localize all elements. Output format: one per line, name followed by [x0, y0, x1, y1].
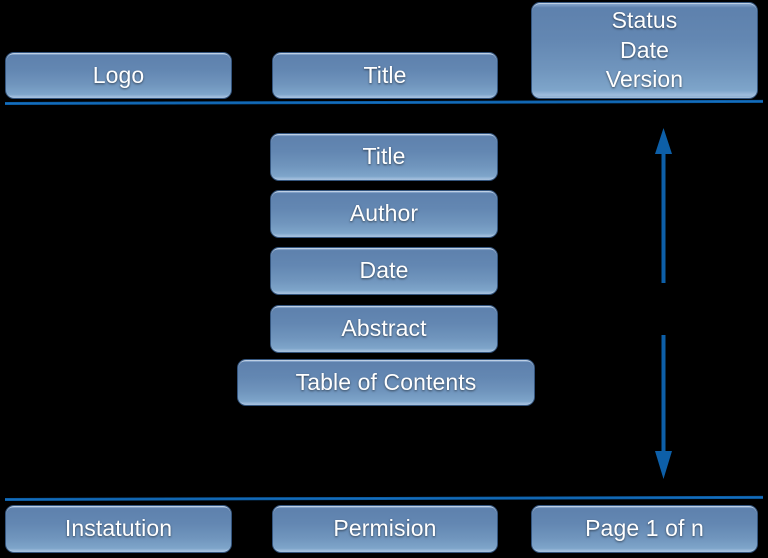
version-label: Version	[605, 66, 684, 93]
body-block-date[interactable]: Date	[270, 247, 498, 295]
arrow-upper-shaft	[661, 152, 666, 283]
arrow-up-head	[655, 128, 672, 154]
header-title-box[interactable]: Title	[272, 52, 498, 99]
footer-page-box[interactable]: Page 1 of n	[531, 505, 758, 553]
logo-box[interactable]: Logo	[5, 52, 232, 99]
footer-institution-box[interactable]: Instatution	[5, 505, 232, 553]
header-divider	[4, 99, 764, 105]
footer-permission-box[interactable]: Permision	[272, 505, 498, 553]
footer-permission-label: Permision	[333, 515, 437, 542]
arrow-down-head	[655, 451, 672, 479]
body-block-author-label: Author	[349, 200, 419, 227]
body-block-title-label: Title	[362, 143, 406, 170]
vertical-extent-arrow	[645, 126, 683, 482]
footer-institution-label: Instatution	[64, 515, 173, 542]
body-block-title[interactable]: Title	[270, 133, 498, 181]
header-title-box-label: Title	[363, 61, 407, 88]
footer-page-label: Page 1 of n	[585, 515, 704, 542]
date-label: Date	[620, 36, 669, 63]
body-block-author[interactable]: Author	[270, 190, 498, 238]
body-block-date-label: Date	[359, 257, 409, 284]
status-label: Status	[611, 6, 678, 33]
body-block-table-of-contents[interactable]: Table of Contents	[237, 359, 535, 406]
body-block-abstract-label: Abstract	[341, 315, 427, 342]
body-block-table-of-contents-label: Table of Contents	[295, 368, 477, 395]
body-block-abstract[interactable]: Abstract	[270, 305, 498, 353]
arrow-lower-shaft	[661, 335, 666, 452]
header-status-date-version-box[interactable]: Status Date Version	[531, 2, 758, 99]
logo-box-label: Logo	[92, 61, 145, 88]
footer-divider	[4, 495, 764, 501]
